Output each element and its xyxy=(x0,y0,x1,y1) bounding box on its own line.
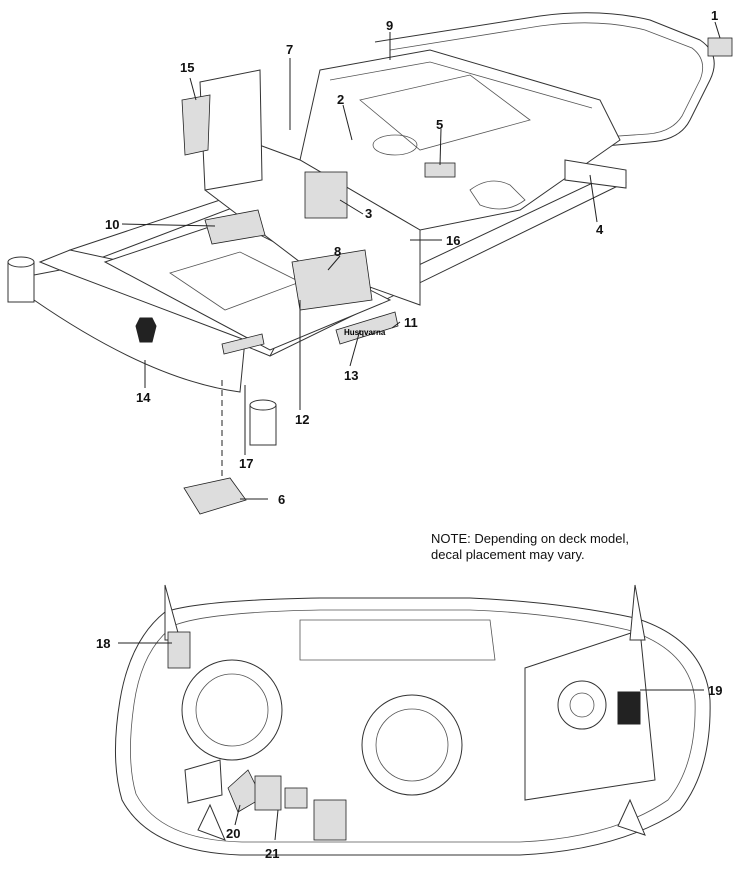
callout-4: 4 xyxy=(596,222,604,237)
note-line-2: decal placement may vary. xyxy=(431,547,585,562)
callout-7: 7 xyxy=(286,42,293,57)
callout-15: 15 xyxy=(180,60,194,75)
decal-placement-note: NOTE: Depending on deck model, decal pla… xyxy=(431,531,629,563)
callout-3: 3 xyxy=(365,206,372,221)
callout-16: 16 xyxy=(446,233,460,248)
callout-11: 11 xyxy=(404,315,418,330)
chassis-frame: Husqvarna xyxy=(7,12,733,515)
callout-9: 9 xyxy=(386,18,393,33)
callout-19: 19 xyxy=(708,683,722,698)
callout-2: 2 xyxy=(337,92,344,107)
callout-20: 20 xyxy=(226,826,240,841)
leader-lines xyxy=(118,21,721,841)
callout-5: 5 xyxy=(436,117,443,132)
callout-8: 8 xyxy=(334,244,341,259)
callout-6: 6 xyxy=(278,492,285,507)
note-line-1: NOTE: Depending on deck model, xyxy=(431,531,629,546)
callout-12: 12 xyxy=(295,412,309,427)
callout-14: 14 xyxy=(136,390,151,405)
callout-labels: 1 2 3 4 5 6 7 8 9 10 11 12 13 14 15 16 1… xyxy=(96,8,722,861)
callout-17: 17 xyxy=(239,456,253,471)
callout-21: 21 xyxy=(265,846,279,861)
brand-text: Husqvarna xyxy=(344,328,386,337)
callout-10: 10 xyxy=(105,217,119,232)
callout-13: 13 xyxy=(344,368,358,383)
mower-deck xyxy=(114,584,711,856)
callout-18: 18 xyxy=(96,636,110,651)
callout-1: 1 xyxy=(711,8,718,23)
